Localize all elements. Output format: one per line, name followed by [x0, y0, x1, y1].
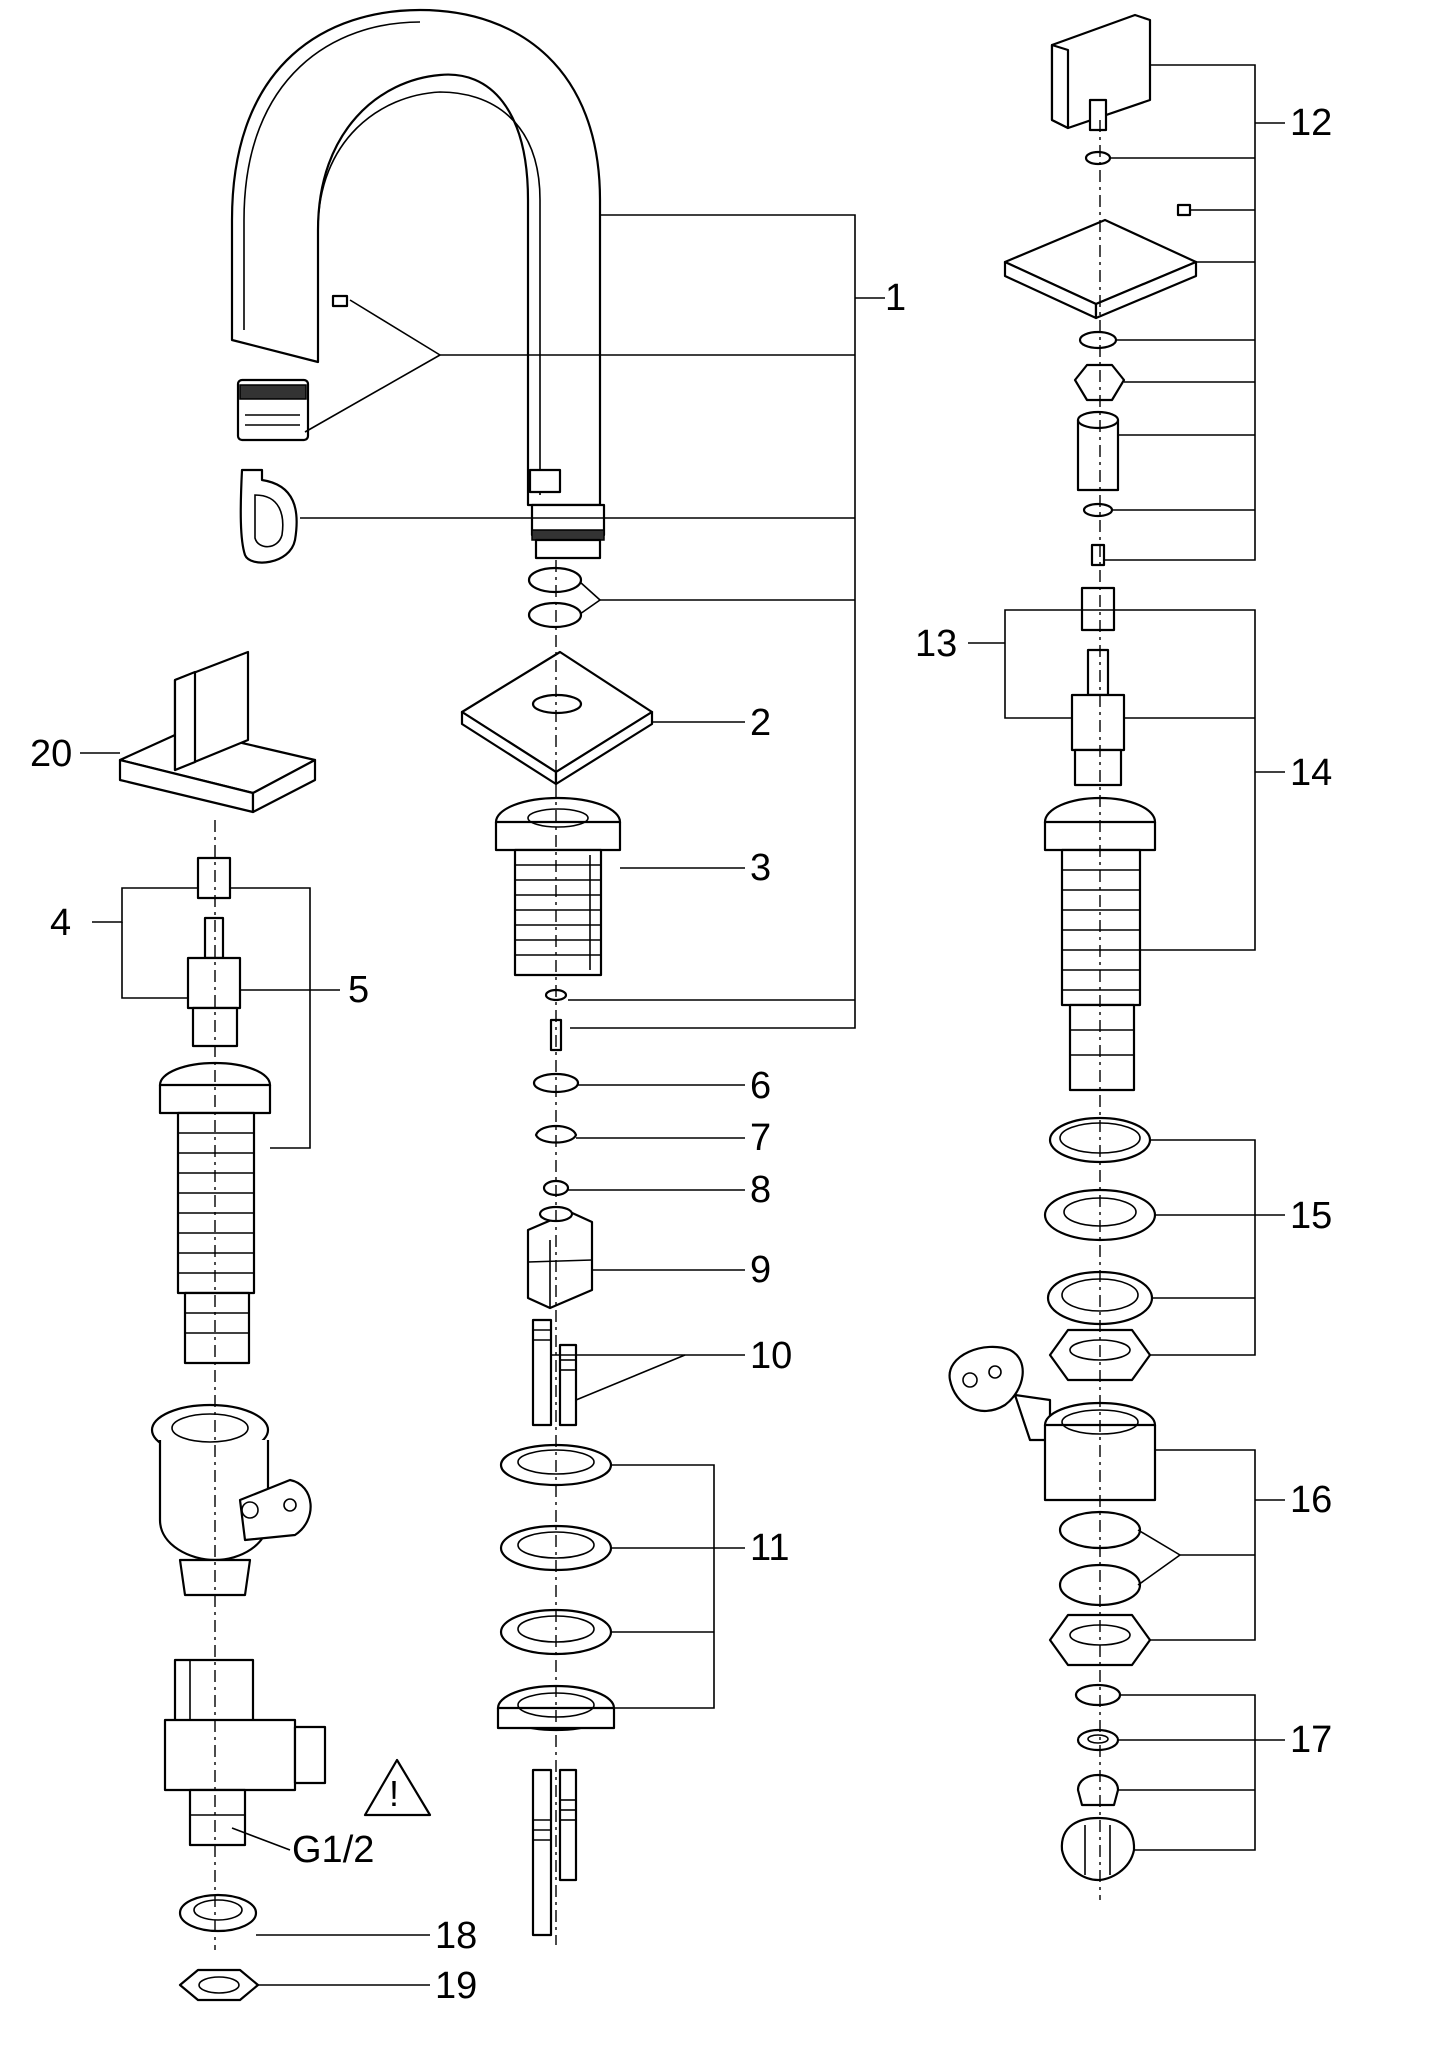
flange-3 [494, 796, 622, 977]
callout-6: 6 [750, 1065, 771, 1107]
callout-11: 11 [750, 1527, 789, 1569]
compression-17 [1060, 1683, 1136, 1882]
callout-3: 3 [750, 847, 771, 889]
shutoff-valve-g12 [163, 1658, 327, 1847]
o-rings-upper [527, 566, 583, 629]
washer-18 [178, 1893, 258, 1933]
valve-body-left [150, 1403, 312, 1597]
spout-assembly [230, 8, 606, 564]
warning-icon: ! [389, 1773, 399, 1814]
fitting-16 [948, 1345, 1157, 1667]
washers-11 [496, 1443, 616, 1732]
callout-16: 16 [1290, 1479, 1332, 1521]
nut-19 [178, 1968, 260, 2002]
callout-9: 9 [750, 1249, 771, 1291]
callout-17: 17 [1290, 1719, 1332, 1761]
callout-1: 1 [885, 277, 906, 319]
sleeve-left [158, 1061, 272, 1365]
callout-13: 13 [915, 623, 957, 665]
leader-lines [80, 64, 1285, 1986]
callout-10: 10 [750, 1335, 792, 1377]
hoses-10 [531, 1318, 578, 1427]
callout-18: 18 [435, 1915, 477, 1957]
callout-2: 2 [750, 702, 771, 744]
rosette-plate-2 [460, 650, 654, 786]
callout-14: 14 [1290, 752, 1332, 794]
small-parts-center [532, 988, 580, 1197]
callout-7: 7 [750, 1117, 771, 1159]
warning-triangle [363, 1758, 432, 1817]
lower-hoses [531, 1768, 578, 1937]
thread-size-label: G1/2 [292, 1829, 374, 1871]
connector-9 [526, 1205, 594, 1310]
callout-8: 8 [750, 1169, 771, 1211]
cartridge-13-14 [1070, 586, 1126, 787]
callout-5: 5 [348, 969, 369, 1011]
handle-20 [118, 650, 317, 814]
callout-20: 20 [30, 733, 72, 775]
cartridge-4-5 [186, 856, 242, 1048]
callout-4: 4 [50, 902, 71, 944]
callout-12: 12 [1290, 102, 1332, 144]
callout-15: 15 [1290, 1195, 1332, 1237]
callout-19: 19 [435, 1965, 477, 2007]
